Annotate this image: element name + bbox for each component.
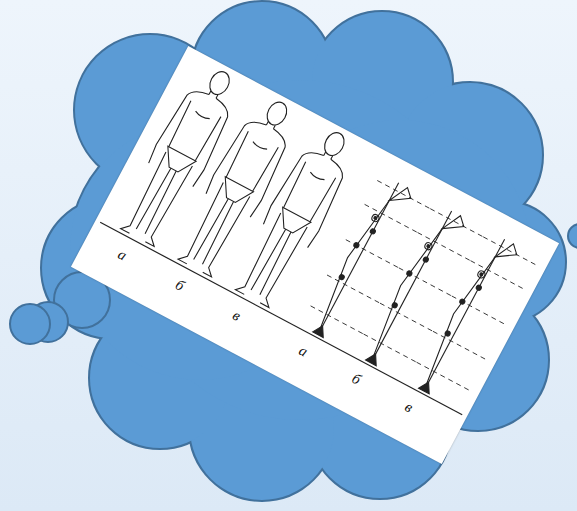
- panel-letter: б: [173, 277, 187, 294]
- panel-letter: б: [349, 371, 363, 388]
- panel-letter: а: [115, 247, 129, 264]
- panel-letter: в: [402, 399, 415, 415]
- panel-letter: в: [230, 308, 243, 324]
- panel-letter: а: [296, 343, 310, 360]
